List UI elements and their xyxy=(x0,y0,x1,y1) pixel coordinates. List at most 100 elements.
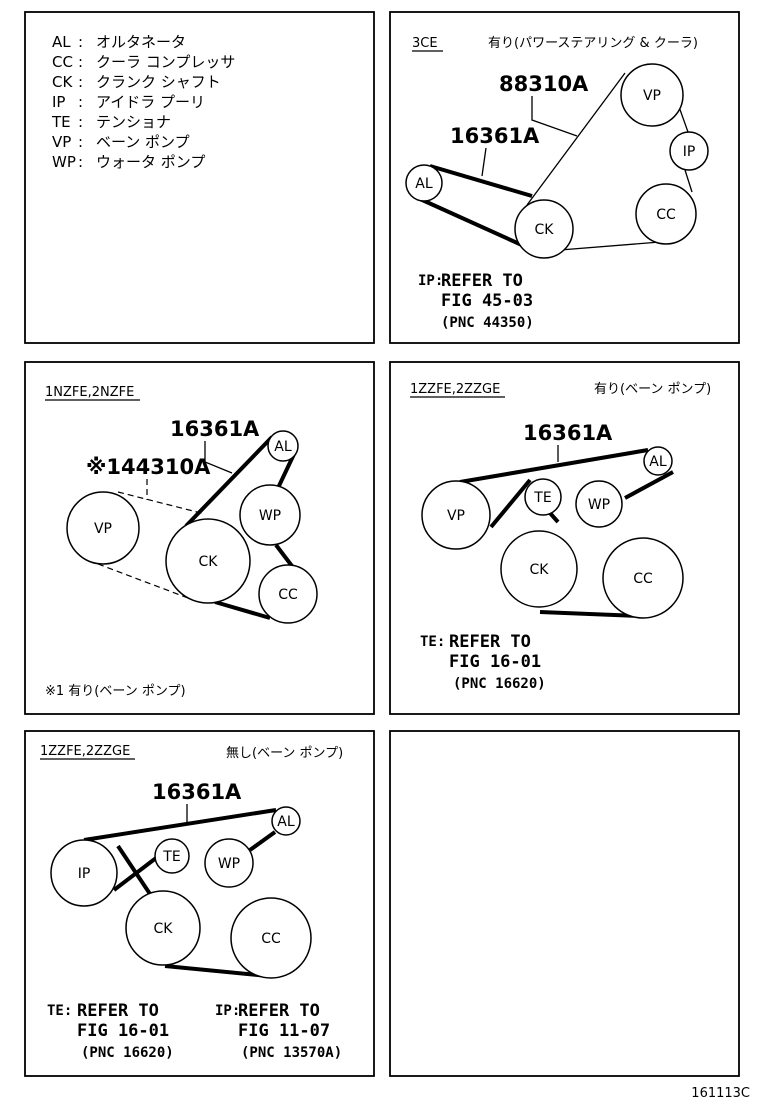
legend-panel: AL : オルタネータ CC : クーラ コンプレッサ CK : クランク シャ… xyxy=(24,11,375,344)
pulley-cc xyxy=(258,564,318,624)
belt-16361a xyxy=(624,470,674,500)
leader-line xyxy=(531,96,578,137)
engine-label: 1NZFE,2NZFE xyxy=(45,385,134,400)
condition-label: 無し(ベーン ポンプ) xyxy=(226,746,343,761)
legend-sep: : xyxy=(78,93,83,111)
legend-row: CK : クランク シャフト xyxy=(52,73,221,91)
belt-16361a xyxy=(419,197,525,248)
legend-row: VP : ベーン ポンプ xyxy=(52,133,190,151)
pulley-label: CC xyxy=(633,571,653,587)
pulley-ck xyxy=(125,890,201,966)
pulley-te xyxy=(154,838,190,874)
pulley-label: AL xyxy=(649,454,667,470)
legend-code: AL xyxy=(52,33,71,51)
pulley-label: CC xyxy=(278,587,298,603)
legend-sep: : xyxy=(78,153,83,171)
pulley-al xyxy=(643,446,673,476)
pulley-ip xyxy=(50,839,118,907)
ref-line: (PNC 16620) xyxy=(81,1045,174,1061)
pulley-label: CC xyxy=(261,931,281,947)
legend-row: TE : テンショナ xyxy=(51,113,171,131)
legend-sep: : xyxy=(78,33,83,51)
pulley-vp xyxy=(620,63,684,127)
pulley-label: IP xyxy=(78,866,91,882)
legend-code: TE xyxy=(51,113,71,131)
ref-line: (PNC 13570A) xyxy=(241,1045,342,1061)
legend-name: オルタネータ xyxy=(96,33,186,51)
pulley-label: VP xyxy=(643,88,661,104)
panel-1nzfe: 1NZFE,2NZFE VP CK AL WP CC 16361A ※14431… xyxy=(24,361,375,715)
pulley-al xyxy=(271,806,301,836)
belt-16361a xyxy=(489,478,532,529)
ref-key: TE: xyxy=(47,1003,72,1019)
pulley-cc xyxy=(635,183,697,245)
legend-code: IP xyxy=(52,93,65,111)
belt-16361a xyxy=(116,844,152,896)
belt-16361a xyxy=(83,808,277,842)
pulley-label: AL xyxy=(277,814,295,830)
panel-1zzfe-with-vp: 1ZZFE,2ZZGE 有り(ベーン ポンプ) VP TE WP AL CK C… xyxy=(389,361,740,715)
pulley-cc xyxy=(602,537,684,619)
leader-line xyxy=(204,441,233,474)
belt-16361a xyxy=(429,164,533,198)
leader-line xyxy=(481,147,487,177)
part-number-88310a: 88310A xyxy=(499,72,589,96)
pulley-wp xyxy=(204,838,254,888)
pulley-ck xyxy=(165,518,251,604)
pulley-label: AL xyxy=(415,176,433,192)
pulley-vp xyxy=(66,491,140,565)
pulley-label: CK xyxy=(535,222,555,238)
belt-44310a xyxy=(117,491,206,515)
panel-3ce-frame xyxy=(389,11,740,344)
legend-name: テンショナ xyxy=(96,113,171,131)
footnote: ※1 有り(ベーン ポンプ) xyxy=(45,684,186,699)
ref-line: (PNC 44350) xyxy=(441,315,534,331)
belt-16361a xyxy=(184,435,274,528)
pulley-label: WP xyxy=(588,497,610,513)
condition-label: 有り(ベーン ポンプ) xyxy=(594,382,711,397)
legend-name: ベーン ポンプ xyxy=(96,133,190,151)
pulley-label: CK xyxy=(530,562,550,578)
pulley-label: VP xyxy=(94,521,112,537)
legend-row: WP : ウォータ ポンプ xyxy=(52,153,205,171)
condition-label: 有り(パワーステアリング & クーラ) xyxy=(488,36,698,51)
legend-sep: : xyxy=(78,133,83,151)
belt-16361a xyxy=(214,600,271,620)
pulley-al xyxy=(267,430,299,462)
figure-id: 161113C xyxy=(691,1086,750,1101)
pulley-cc xyxy=(230,897,312,979)
part-number-16361a: 16361A xyxy=(152,780,242,804)
pulley-al xyxy=(405,164,443,202)
belt-16361a xyxy=(548,511,560,524)
legend-name: アイドラ プーリ xyxy=(96,93,205,111)
belt-16361a xyxy=(459,448,649,484)
pulley-wp xyxy=(575,480,623,528)
ref-line: REFER TO xyxy=(77,1001,159,1021)
pulley-label: WP xyxy=(218,856,240,872)
pulley-wp xyxy=(239,484,301,546)
part-number-16361a: 16361A xyxy=(523,421,613,445)
part-number-16361a: 16361A xyxy=(170,417,260,441)
legend-frame xyxy=(24,11,375,344)
legend-row: AL : オルタネータ xyxy=(52,33,186,51)
pulley-vp xyxy=(421,480,491,550)
pulley-label: TE xyxy=(533,490,551,506)
legend-code: CC xyxy=(52,53,73,71)
empty-panel-frame xyxy=(389,730,740,1077)
panel-1zzfe-without-vp: 1ZZFE,2ZZGE 無し(ベーン ポンプ) IP TE WP AL CK C… xyxy=(24,730,375,1077)
ref-line: FIG 16-01 xyxy=(77,1021,169,1041)
belt-16361a xyxy=(248,830,277,852)
pulley-label: IP xyxy=(683,144,696,160)
ref-key: IP: xyxy=(418,273,443,289)
legend-name: クランク シャフト xyxy=(96,73,221,91)
belt-16361a xyxy=(164,964,269,978)
pulley-label: CK xyxy=(154,921,174,937)
legend-code: CK xyxy=(52,73,73,91)
ref-line: FIG 16-01 xyxy=(449,652,541,672)
panel-1zzfe-without-vp-frame xyxy=(24,730,375,1077)
ref-line: REFER TO xyxy=(449,632,531,652)
panel-1zzfe-with-vp-frame xyxy=(389,361,740,715)
belt-88310a xyxy=(559,241,661,251)
ref-line: FIG 11-07 xyxy=(238,1021,330,1041)
